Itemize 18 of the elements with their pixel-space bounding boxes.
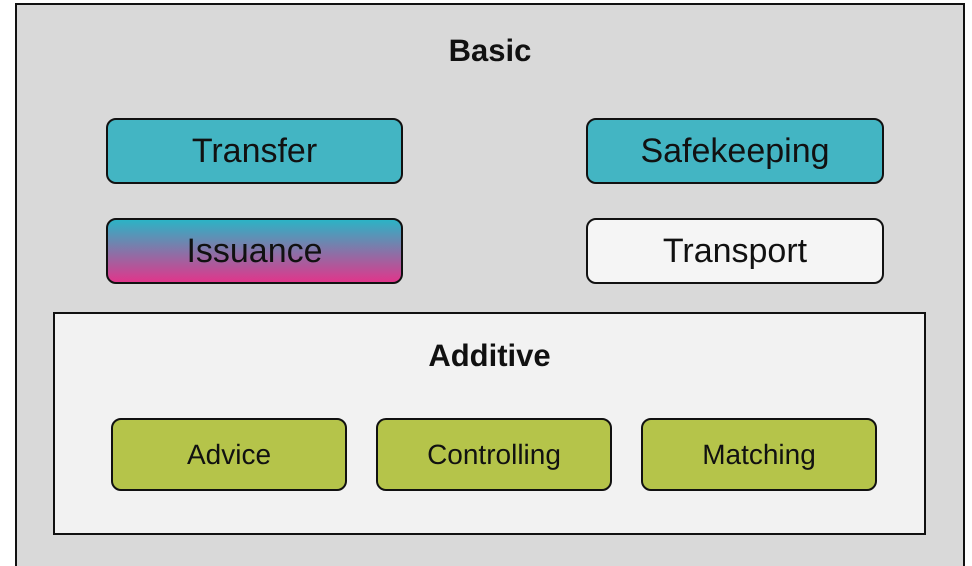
process-box bbox=[586, 218, 884, 284]
outer-panel bbox=[15, 3, 965, 566]
process-box bbox=[376, 418, 612, 491]
process-box bbox=[106, 118, 403, 184]
box-label: Safekeeping bbox=[640, 134, 830, 168]
process-box bbox=[586, 118, 884, 184]
process-box bbox=[641, 418, 877, 491]
process-box bbox=[111, 418, 347, 491]
process-box bbox=[106, 218, 403, 284]
box-label: Issuance bbox=[186, 234, 323, 268]
box-label: Advice bbox=[186, 440, 272, 468]
box-label: Transport bbox=[662, 234, 808, 268]
group-panel bbox=[53, 312, 926, 535]
box-label: Matching bbox=[702, 440, 816, 468]
box-label: Transfer bbox=[192, 134, 318, 168]
box-label: Controlling bbox=[427, 440, 561, 468]
heading: Basic bbox=[448, 35, 532, 66]
heading: Additive bbox=[428, 340, 551, 371]
